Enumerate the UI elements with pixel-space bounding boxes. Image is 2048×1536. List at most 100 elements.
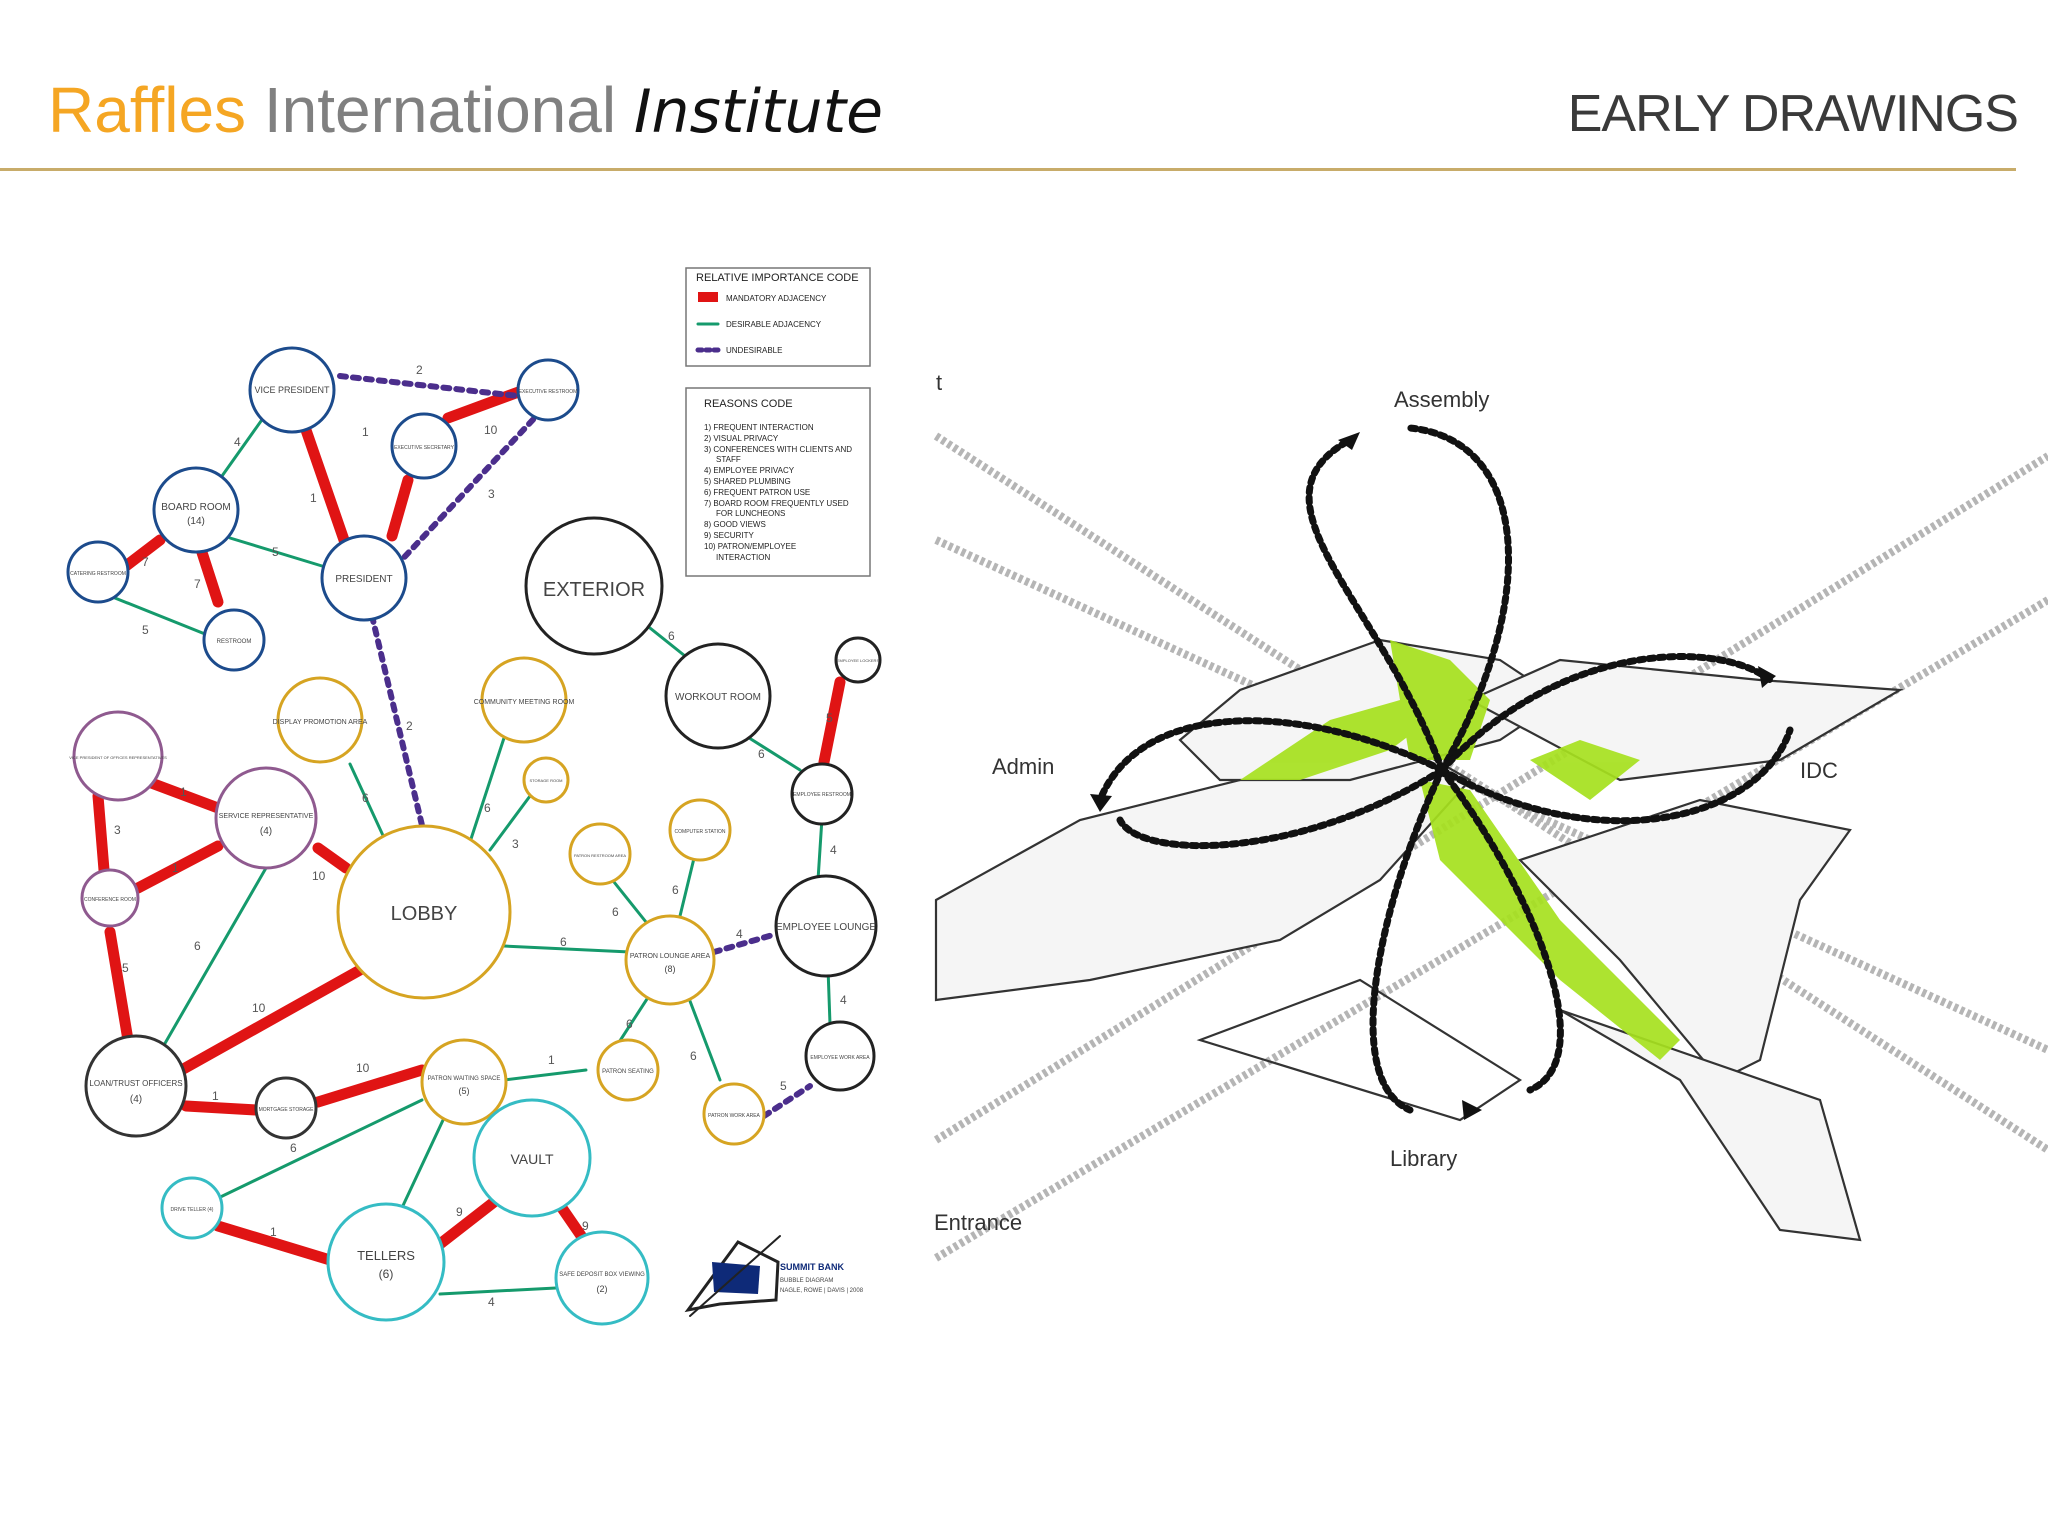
reason-5: 5) SHARED PLUMBING xyxy=(704,477,791,486)
label-storage: STORAGE ROOM xyxy=(529,778,562,783)
label-tellers-num: (6) xyxy=(379,1267,394,1281)
reason-10: 10) PATRON/EMPLOYEE xyxy=(704,542,796,551)
edge-patronwork-emplwork xyxy=(761,1083,813,1119)
label-safe-deposit-num: (2) xyxy=(597,1284,608,1294)
flow-center xyxy=(1436,764,1448,776)
label-community: COMMUNITY MEETING ROOM xyxy=(474,699,575,706)
edge-mortgage-waiting xyxy=(312,1064,428,1108)
edge-execrest-president xyxy=(393,407,545,569)
reason-4: 4) EMPLOYEE PRIVACY xyxy=(704,466,795,475)
edge-label: 6 xyxy=(758,747,765,761)
node-lobby xyxy=(336,824,512,1000)
edge-label: 1 xyxy=(362,425,369,439)
edge-vp-board xyxy=(220,412,268,478)
reason-6: 6) FREQUENT PATRON USE xyxy=(704,488,810,497)
edge-service-loan xyxy=(158,866,268,1054)
edge-vp-president xyxy=(300,424,350,546)
flow-library-right xyxy=(1438,766,1564,1094)
edge-label: 5 xyxy=(122,961,129,975)
node-employee-lounge xyxy=(774,874,878,978)
edge-label: 1 xyxy=(310,491,317,505)
label-employee-lounge: EMPLOYEE LOUNGE xyxy=(776,922,876,933)
edge-tellers-safe xyxy=(438,1286,558,1296)
axis-diagonal-c xyxy=(933,452,2048,1144)
node-drive-teller xyxy=(160,1176,224,1240)
node-patron-waiting xyxy=(420,1038,508,1126)
edge-label: 7 xyxy=(194,577,201,591)
edge-label: 5 xyxy=(826,711,833,725)
edge-waiting-drive xyxy=(208,1098,424,1204)
node-patron-lounge xyxy=(624,914,716,1006)
label-idc: IDC xyxy=(1800,758,1838,783)
brand-international: International xyxy=(263,74,617,146)
label-employee-work: EMPLOYEE WORK AREA xyxy=(810,1055,870,1061)
edge-president-lobby xyxy=(369,613,429,845)
edge-label: 1 xyxy=(172,861,179,875)
node-loan-officers xyxy=(84,1034,188,1138)
logo-line2: NAGLE, ROWE | DAVIS | 2008 xyxy=(780,1288,864,1294)
label-catering: CATERING RESTROOM xyxy=(70,571,126,577)
edge-label: 6 xyxy=(484,801,491,815)
edge-label: 6 xyxy=(194,939,201,953)
brand-raffles: Raffles xyxy=(48,74,247,146)
edge-label: 5 xyxy=(142,623,149,637)
edge-label: 5 xyxy=(272,545,279,559)
node-vault xyxy=(472,1098,592,1218)
summit-bank-logo: SUMMIT BANK BUBBLE DIAGRAM NAGLE, ROWE |… xyxy=(684,1235,864,1317)
label-tellers: TELLERS xyxy=(357,1248,415,1263)
edge-vpoffices-conference xyxy=(92,790,110,876)
node-safe-deposit xyxy=(554,1230,650,1326)
label-entrance: Entrance xyxy=(934,1210,1022,1235)
arrow-admin-icon xyxy=(1090,794,1112,812)
label-admin: Admin xyxy=(992,754,1054,779)
node-vp-offices xyxy=(72,710,164,802)
edge-label: 1 xyxy=(180,785,187,799)
node-employee-work xyxy=(804,1020,876,1092)
lime-south-arm xyxy=(1420,780,1680,1060)
label-president: PRESIDENT xyxy=(335,574,392,585)
edge-waiting-seating xyxy=(502,1068,588,1082)
label-computer: COMPUTER STATION xyxy=(675,829,726,835)
edge-lockers-restroom xyxy=(818,676,846,768)
edge-label: 6 xyxy=(560,935,567,949)
slide-title: Raffles International Institute xyxy=(48,78,883,142)
edge-label: 7 xyxy=(142,555,149,569)
node-computer xyxy=(668,798,732,862)
node-workout xyxy=(664,642,772,750)
brand-institute: Institute xyxy=(633,77,884,147)
label-vault: VAULT xyxy=(510,1151,553,1167)
edge-tellers-vault xyxy=(434,1196,500,1250)
edge-vp-execrest xyxy=(337,373,521,399)
label-patron-waiting: PATRON WAITING SPACE xyxy=(428,1076,501,1082)
flow-idc-bottom xyxy=(1438,726,1794,825)
axis-diagonal-d xyxy=(933,596,2048,1262)
edge-label: 5 xyxy=(780,1079,787,1093)
edge-label: 6 xyxy=(690,1049,697,1063)
label-conference: CONFERENCE ROOM xyxy=(84,897,136,903)
edge-computer-lounge xyxy=(678,848,698,918)
flow-library-left xyxy=(1369,766,1446,1114)
edge-label: 6 xyxy=(362,791,369,805)
label-board-room-num: (14) xyxy=(187,516,205,527)
edge-label: 3 xyxy=(512,837,519,851)
edge-catering-restroom xyxy=(108,594,212,638)
label-lobby: LOBBY xyxy=(391,903,458,925)
edge-label: 9 xyxy=(582,1219,589,1233)
node-conference xyxy=(80,868,140,928)
edge-lobby-loan xyxy=(172,964,366,1078)
label-workout: WORKOUT ROOM xyxy=(675,692,761,703)
label-patron-lounge: PATRON LOUNGE AREA xyxy=(630,953,711,960)
edge-label: 4 xyxy=(488,1295,495,1309)
section-title: EARLY DRAWINGS xyxy=(1567,85,2019,143)
logo-title: SUMMIT BANK xyxy=(780,1262,844,1272)
bubble-nodes xyxy=(66,346,882,1326)
flow-admin-top xyxy=(1096,717,1446,804)
wing-south xyxy=(1559,1008,1862,1242)
label-patron-waiting-num: (5) xyxy=(459,1086,470,1096)
label-cut-t: t xyxy=(936,370,942,395)
wing-south-east xyxy=(1517,798,1852,1082)
edge-service-lobby xyxy=(312,842,352,874)
label-library: Library xyxy=(1390,1146,1457,1171)
edge-label: 1 xyxy=(270,1225,277,1239)
legend-reasons-title: REASONS CODE xyxy=(704,398,793,410)
